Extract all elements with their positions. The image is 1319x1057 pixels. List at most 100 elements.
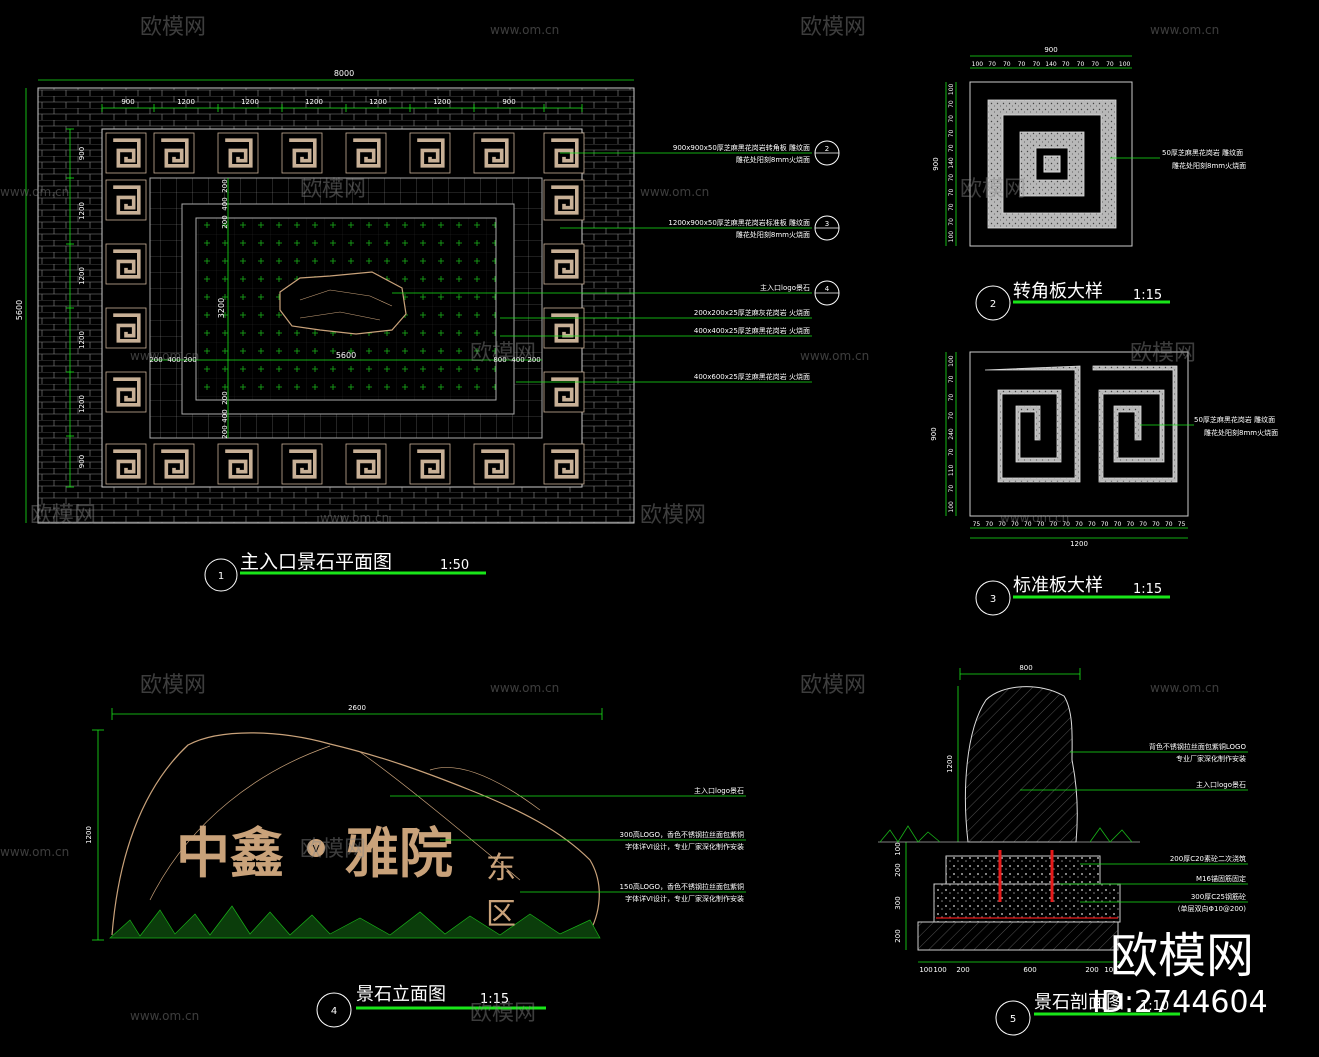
watermark-brand: 欧模网 [140, 673, 206, 698]
section-note-line2: 专业厂家深化制作安装 [1176, 754, 1246, 763]
section-dim-bottom-label: 100 [919, 966, 932, 974]
plan-dim-top-label: 1200 [433, 98, 451, 106]
plan-dim-left-label: 1200 [78, 395, 86, 413]
section-note-line2: (单层双向Φ10@200) [1178, 904, 1247, 913]
section-note-line1: 200厚C20素砼二次浇筑 [1170, 854, 1246, 863]
watermark-brand: 欧模网 [640, 503, 706, 528]
corner-dim-top-label: 70 [988, 61, 996, 68]
watermark-brand: 欧模网 [300, 177, 366, 202]
corner-dim-top-label: 70 [1106, 61, 1114, 68]
section-note-line1: 300厚C25钢筋砼 [1191, 892, 1246, 901]
corner-dim-left-label: 100 [948, 83, 955, 95]
standard-dim-bottom-label: 70 [998, 521, 1006, 528]
elevation-note-line2: 字体详VI设计，专业厂家深化制作安装 [625, 842, 744, 851]
meander-tile [473, 132, 515, 174]
corner-note-1: 50厚芝麻黑花岗岩 雕纹面 [1162, 148, 1243, 157]
watermark-brand: 欧模网 [140, 15, 206, 40]
plan-inner-top-label: 400 [221, 197, 229, 210]
watermark-id: ID:2744604 [1092, 985, 1268, 1020]
corner-dim-left-label: 70 [948, 100, 955, 108]
corner-dim-left-label: 70 [948, 218, 955, 226]
meander-tile [105, 443, 147, 485]
plan-note-line1: 1200x900x50厚芝麻黑花岗岩标准板 雕纹面 [668, 218, 810, 227]
section-dim-top: 800 [1019, 664, 1032, 672]
plan-dim-left-label: 1200 [78, 267, 86, 285]
plan-inner-h: 3200 [217, 298, 226, 318]
elevation-leaders: 主入口logo景石300高LOGO，香色不锈钢拉丝面包紫铜字体详VI设计，专业厂… [390, 786, 746, 903]
standard-dim-bottom-label: 70 [1139, 521, 1147, 528]
plan-note-line1: 400x400x25厚芝麻黑花岗岩 火烧面 [694, 326, 810, 335]
section-num: 5 [1010, 1014, 1016, 1025]
watermark-url: www.om.cn [490, 681, 559, 695]
plan-dim-left-label: 1200 [78, 331, 86, 349]
meander-tile [153, 443, 195, 485]
corner-dim-total-v: 900 [932, 157, 940, 170]
plan-dim-top-label: 1200 [305, 98, 323, 106]
meander-tile [345, 443, 387, 485]
standard-dim-left-label: 70 [948, 485, 955, 493]
standard-dim-bottom-label: 70 [1062, 521, 1070, 528]
corner-dim-left-label: 100 [948, 231, 955, 243]
meander-tile [105, 243, 147, 285]
standard-dim-w: 1200 [1070, 540, 1088, 548]
corner-dim-left-label: 70 [948, 144, 955, 152]
standard-dim-bottom-label: 70 [1050, 521, 1058, 528]
standard-dim-bottom-label: 70 [1011, 521, 1019, 528]
plan-dim-top-label: 900 [502, 98, 515, 106]
standard-dim-bottom-label: 70 [1037, 521, 1045, 528]
elevation-dim-h: 1200 [85, 826, 93, 844]
corner-dim-left-label: 70 [948, 115, 955, 123]
corner-title: 转角板大样 [1013, 281, 1103, 302]
meander-border [105, 132, 585, 485]
standard-dim-bottom-label: 75 [1178, 521, 1186, 528]
section-note-line1: 主入口logo景石 [1196, 780, 1246, 789]
plan-dim-left-label: 900 [78, 147, 86, 160]
watermark-url: www.om.cn [1150, 681, 1219, 695]
section-dim-left-label: 200 [894, 929, 902, 942]
sign-sub-1: 东 [486, 851, 516, 886]
meander-tile [217, 132, 259, 174]
meander-tile [409, 443, 451, 485]
plan-dim-total-w: 8000 [334, 69, 354, 78]
corner-dim-top-label: 70 [1062, 61, 1070, 68]
corner-dim-top-label: 70 [1003, 61, 1011, 68]
meander-tile [105, 179, 147, 221]
watermark-layer: 欧模网 www.om.cn 欧模网 www.om.cn 欧模网 www.om.cn 欧模网 w… [0, 15, 1219, 1026]
corner-dim-left-label: 140 [948, 157, 955, 169]
standard-dim-left-label: 70 [948, 375, 955, 383]
corner-spiral-pattern [987, 99, 1117, 229]
watermark-brand: 欧模网 [30, 503, 96, 528]
watermark-url: www.om.cn [640, 185, 709, 199]
plan-inner-bottom-label: 200 [221, 425, 229, 438]
meander-tile [105, 132, 147, 174]
plan-inner-left-label: 200 [149, 356, 162, 364]
meander-tile [543, 371, 585, 413]
corner-dim-top-label: 140 [1045, 61, 1057, 68]
section-dim-left-label: 300 [894, 896, 902, 909]
meander-tile [105, 371, 147, 413]
plan-dim-left-label: 900 [78, 455, 86, 468]
meander-tile [281, 132, 323, 174]
section-dim-bottom-label: 200 [1085, 966, 1098, 974]
watermark-url: www.om.cn [320, 511, 389, 525]
meander-tile [543, 443, 585, 485]
standard-dim-bottom-label: 70 [985, 521, 993, 528]
section-leaders: 背色不锈钢拉丝面包紫铜LOGO专业厂家深化制作安装主入口logo景石200厚C2… [1020, 742, 1248, 913]
section-dim-bottom-label: 600 [1023, 966, 1036, 974]
watermark-brand: 欧模网 [470, 1001, 536, 1026]
standard-dim-left-label: 70 [948, 394, 955, 402]
standard-num: 3 [990, 594, 996, 605]
plan-dim-top-label: 1200 [177, 98, 195, 106]
elevation-note-line1: 150高LOGO，香色不锈钢拉丝面包紫铜 [620, 882, 744, 891]
meander-tile [543, 179, 585, 221]
corner-dim-top-label: 70 [1091, 61, 1099, 68]
standard-dim-left-label: 110 [948, 465, 955, 477]
elevation-note-line1: 主入口logo景石 [694, 786, 744, 795]
corner-dim-left-label: 70 [948, 174, 955, 182]
